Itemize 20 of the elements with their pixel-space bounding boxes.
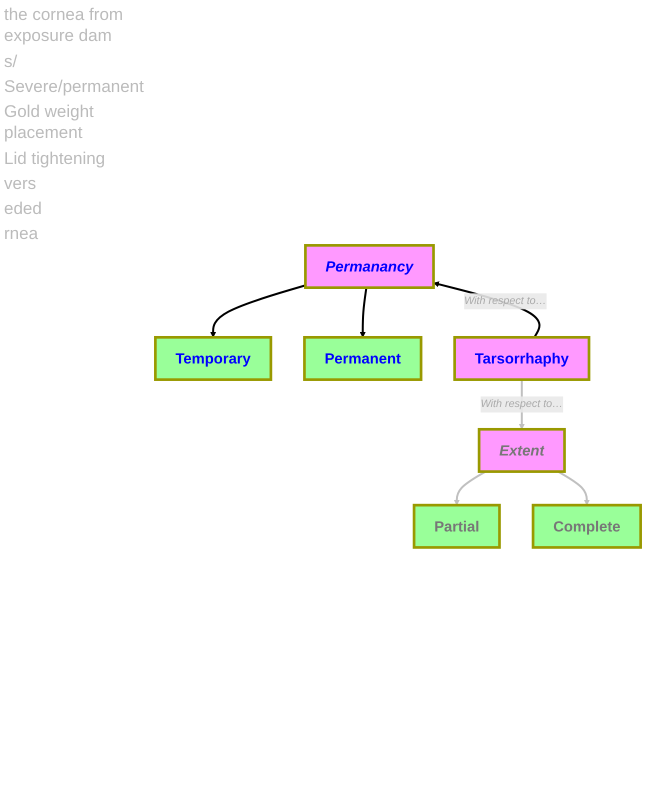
node-box: Permanent <box>303 336 422 382</box>
faded-slide-text: Gold weight placement <box>4 101 95 144</box>
arrow <box>558 470 590 506</box>
faded-slide-text: vers <box>4 172 38 194</box>
edge-label: With respect to… <box>480 398 563 410</box>
faded-slide-text: s/ <box>4 50 18 72</box>
node-box: Temporary <box>154 336 272 382</box>
arrow <box>210 284 306 338</box>
faded-slide-text: Lid tightening <box>4 148 106 169</box>
node-box: Permanancy <box>304 244 435 290</box>
arrow <box>454 470 486 506</box>
node-box: Partial <box>412 504 501 549</box>
faded-slide-text: Severe/permanent <box>4 76 145 97</box>
node-box: Complete <box>532 504 642 549</box>
faded-slide-text: rnea <box>4 223 40 244</box>
faded-slide-text: eded <box>4 198 43 220</box>
edge-label: With respect to… <box>464 295 546 307</box>
arrow <box>360 288 368 338</box>
node-box: Extent <box>478 428 566 474</box>
node-box: Tarsorrhaphy <box>453 336 590 382</box>
